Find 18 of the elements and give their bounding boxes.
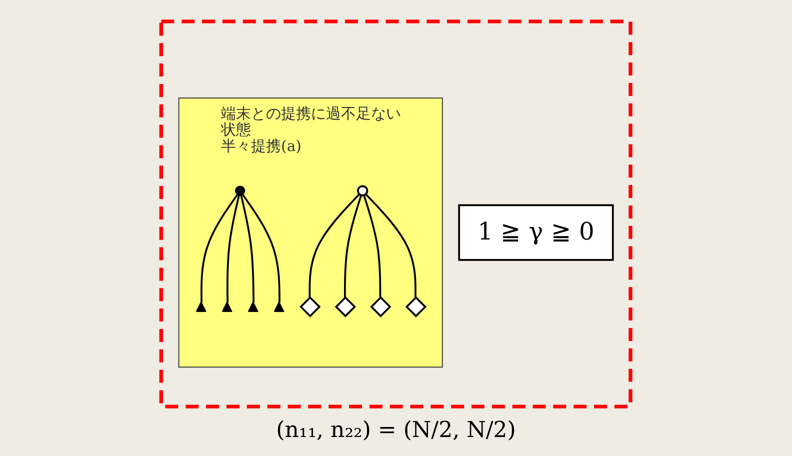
- connector: [308, 193, 360, 298]
- connector: [240, 194, 255, 302]
- connector: [200, 194, 238, 302]
- connector: [242, 194, 281, 302]
- connector: [226, 194, 240, 302]
- node-diamond: [370, 296, 392, 317]
- node-diamond: [334, 296, 356, 317]
- connector: [365, 193, 417, 298]
- cluster: [159, 19, 633, 408]
- node-circle: [235, 185, 246, 196]
- formula-text: (n₁₁, n₂₂) = (N/2, N/2): [276, 418, 516, 442]
- node-diamond: [406, 296, 427, 317]
- node-diamond: [300, 296, 321, 317]
- node-circle: [357, 184, 368, 196]
- connector: [363, 194, 382, 298]
- cluster: 端末との提携に過不足ない状態 半々提携(a): [178, 97, 444, 368]
- node-box: 1 ≧ γ ≧ 0: [458, 204, 614, 260]
- connector: [344, 194, 362, 298]
